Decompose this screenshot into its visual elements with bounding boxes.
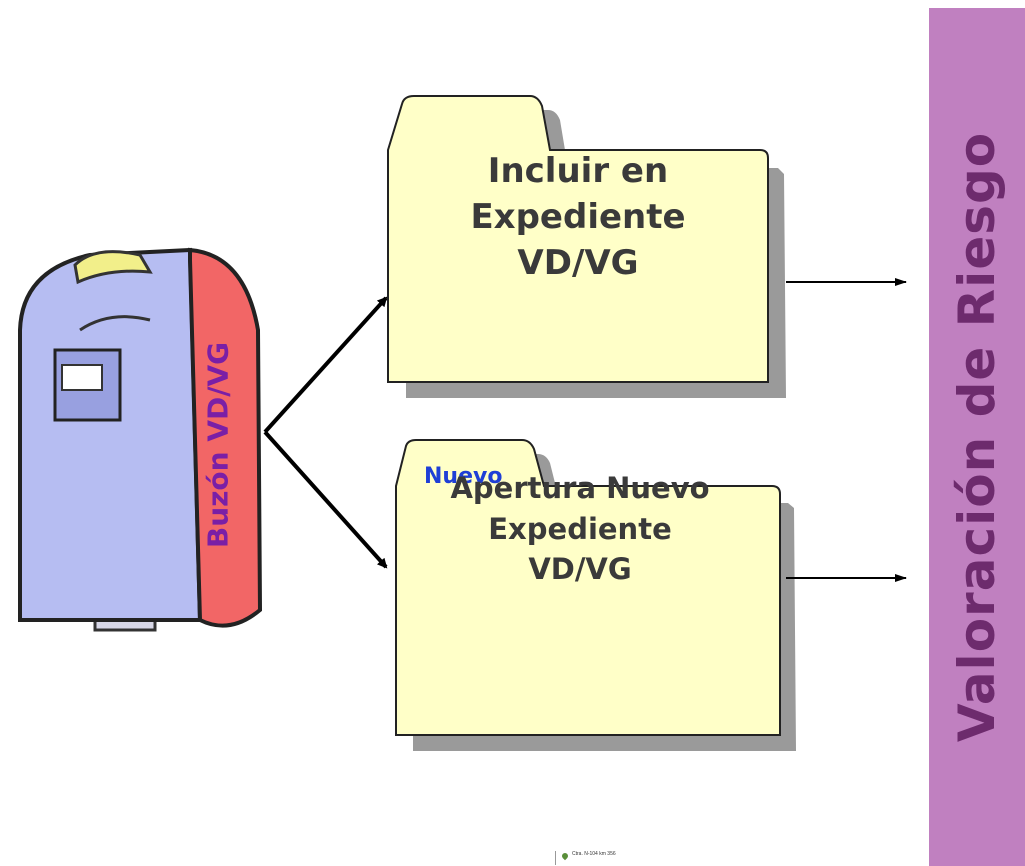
- footer-address: Ctra. N-104 km 356: [572, 851, 616, 857]
- folder-1-line-2: Expediente: [470, 197, 686, 238]
- output-arrows: [786, 278, 907, 582]
- folder-apertura-expediente: [395, 439, 796, 751]
- location-pin-icon: [560, 851, 570, 861]
- mailbox-label: Buzón VD/VG: [201, 341, 235, 549]
- mailbox-icon: [18, 247, 263, 632]
- folder-2-line-3: VD/VG: [528, 552, 632, 587]
- folder-2-label: Apertura Nuevo Expediente VD/VG: [425, 468, 735, 590]
- folder-1-line-1: Incluir en: [487, 151, 669, 191]
- folder-2-line-2: Expediente: [488, 511, 672, 546]
- folder-1-line-3: VD/VG: [517, 243, 639, 284]
- footer-line-1: Ctra. N-104 km 356: [572, 851, 616, 857]
- branch-arrows: [263, 296, 388, 569]
- folder-2-tab-tag: Nuevo: [424, 464, 503, 489]
- footer-note: Ctra. N-104 km 356: [555, 851, 616, 865]
- side-panel-title: Valoración de Riesgo: [948, 131, 1006, 743]
- side-panel: [929, 8, 1025, 866]
- folder-1-label: Incluir en Expediente VD/VG: [418, 148, 738, 287]
- folder-incluir-expediente: [387, 95, 786, 398]
- footer-divider: [555, 851, 556, 865]
- folder-2-line-1: Apertura Nuevo: [450, 471, 710, 505]
